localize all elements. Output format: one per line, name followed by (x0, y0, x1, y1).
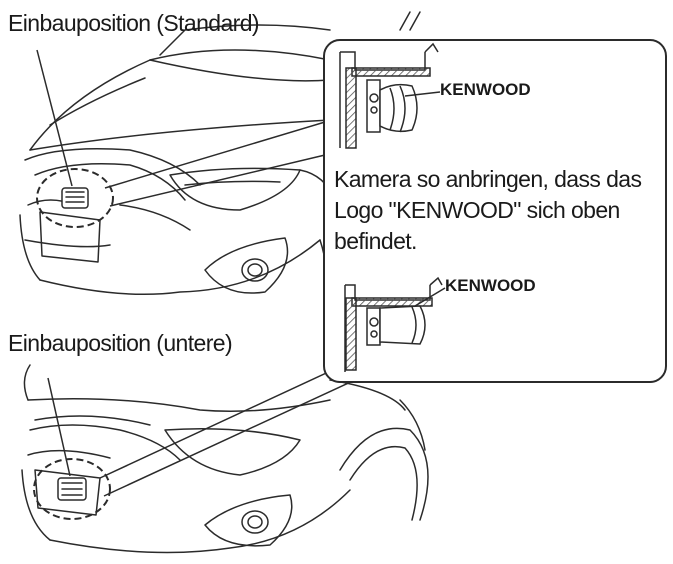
mounting-instruction: Kamera so anbringen, dass das Logo "KENW… (334, 164, 664, 257)
brand-label-upper: KENWOOD (440, 80, 531, 99)
camera-highlight-standard (36, 168, 114, 228)
car-front-lower (21, 364, 429, 554)
leader-line-standard (36, 49, 73, 187)
leader-line-lower (47, 377, 71, 477)
instruction-line: befindet. (334, 228, 417, 254)
instruction-line: Kamera so anbringen, dass das (334, 166, 642, 192)
car-front-standard (19, 11, 421, 301)
camera-highlight-lower (33, 458, 111, 520)
camera-mount-lower (344, 276, 446, 372)
instruction-line: Logo "KENWOOD" sich oben (334, 197, 620, 223)
camera-mount-upper (339, 42, 441, 149)
label-position-lower: Einbauposition (untere) (8, 330, 233, 356)
label-position-standard: Einbauposition (Standard) (8, 10, 260, 36)
brand-label-lower: KENWOOD (445, 276, 536, 295)
